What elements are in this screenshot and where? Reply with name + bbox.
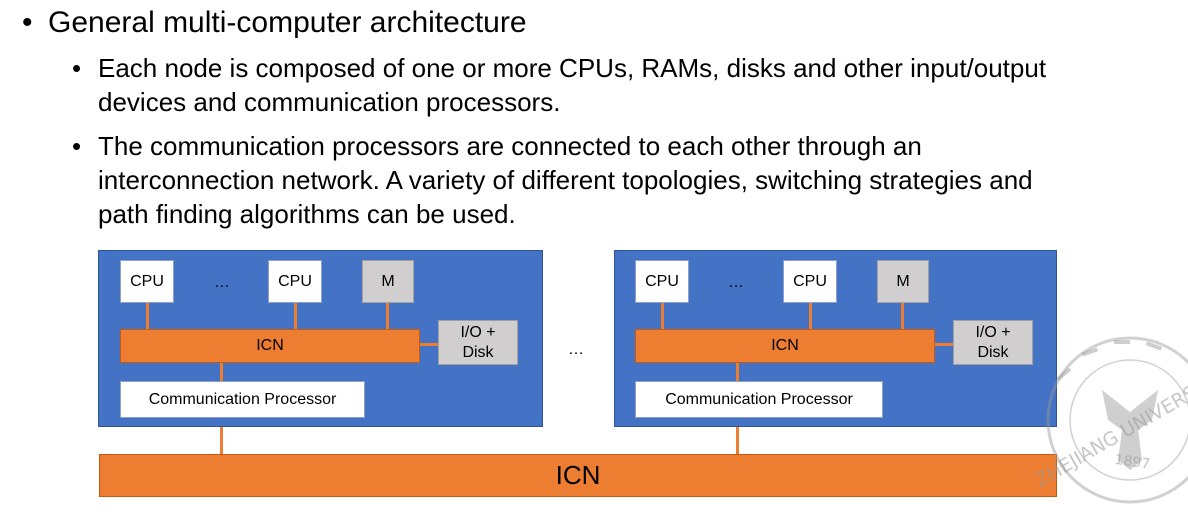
main-bullet-text: General multi-computer architecture xyxy=(48,6,527,39)
memory-box: M xyxy=(362,260,414,303)
io-label: I/O + xyxy=(460,323,496,341)
sub-bullet-2-text: The communication processors are connect… xyxy=(98,131,1033,229)
cpu-ellipsis: … xyxy=(728,274,744,291)
cpu-box: CPU xyxy=(635,260,689,303)
link-comm-right xyxy=(736,362,739,382)
communication-processor-box: Communication Processor xyxy=(120,381,365,418)
cpu-box: CPU xyxy=(268,260,322,303)
link-node-right-to-icn xyxy=(736,417,739,455)
global-icn-bar: ICN xyxy=(99,454,1057,497)
disk-label: Disk xyxy=(977,343,1009,361)
link-cpu1-right xyxy=(661,302,664,330)
sub-bullet-1: • Each node is composed of one or more C… xyxy=(72,51,1072,119)
link-node-left-to-icn xyxy=(220,417,223,455)
io-label: I/O + xyxy=(975,323,1011,341)
seal-year: 1897 xyxy=(1114,452,1152,473)
sub-bullet-1-text: Each node is composed of one or more CPU… xyxy=(98,53,1047,117)
cpu-box: CPU xyxy=(120,260,174,303)
link-io-left xyxy=(419,343,439,346)
cpu-box: CPU xyxy=(783,260,837,303)
sub-bullet-2: • The communication processors are conne… xyxy=(72,129,1072,231)
link-cpu2-right xyxy=(809,302,812,330)
link-memory-left xyxy=(386,302,389,330)
node-ellipsis: … xyxy=(568,341,584,358)
link-comm-left xyxy=(220,362,223,382)
link-memory-right xyxy=(901,302,904,330)
link-cpu1-left xyxy=(146,302,149,330)
cpu-ellipsis: … xyxy=(214,274,230,291)
io-disk-box: I/O + Disk xyxy=(953,320,1033,365)
io-disk-box: I/O + Disk xyxy=(438,320,518,365)
bullet-dot: • xyxy=(72,53,82,83)
bullet-dot: • xyxy=(72,131,82,161)
communication-processor-box: Communication Processor xyxy=(635,381,883,418)
local-icn-bar: ICN xyxy=(120,329,420,363)
memory-box: M xyxy=(877,260,929,303)
bullet-dot: • xyxy=(22,6,33,39)
local-icn-bar: ICN xyxy=(635,329,935,363)
link-io-right xyxy=(934,343,954,346)
zju-seal-icon: 1897 ZHEJIANG UNIVERSITY xyxy=(1031,336,1188,504)
link-cpu2-left xyxy=(294,302,297,330)
disk-label: Disk xyxy=(462,343,494,361)
main-bullet: • General multi-computer architecture xyxy=(22,4,527,42)
